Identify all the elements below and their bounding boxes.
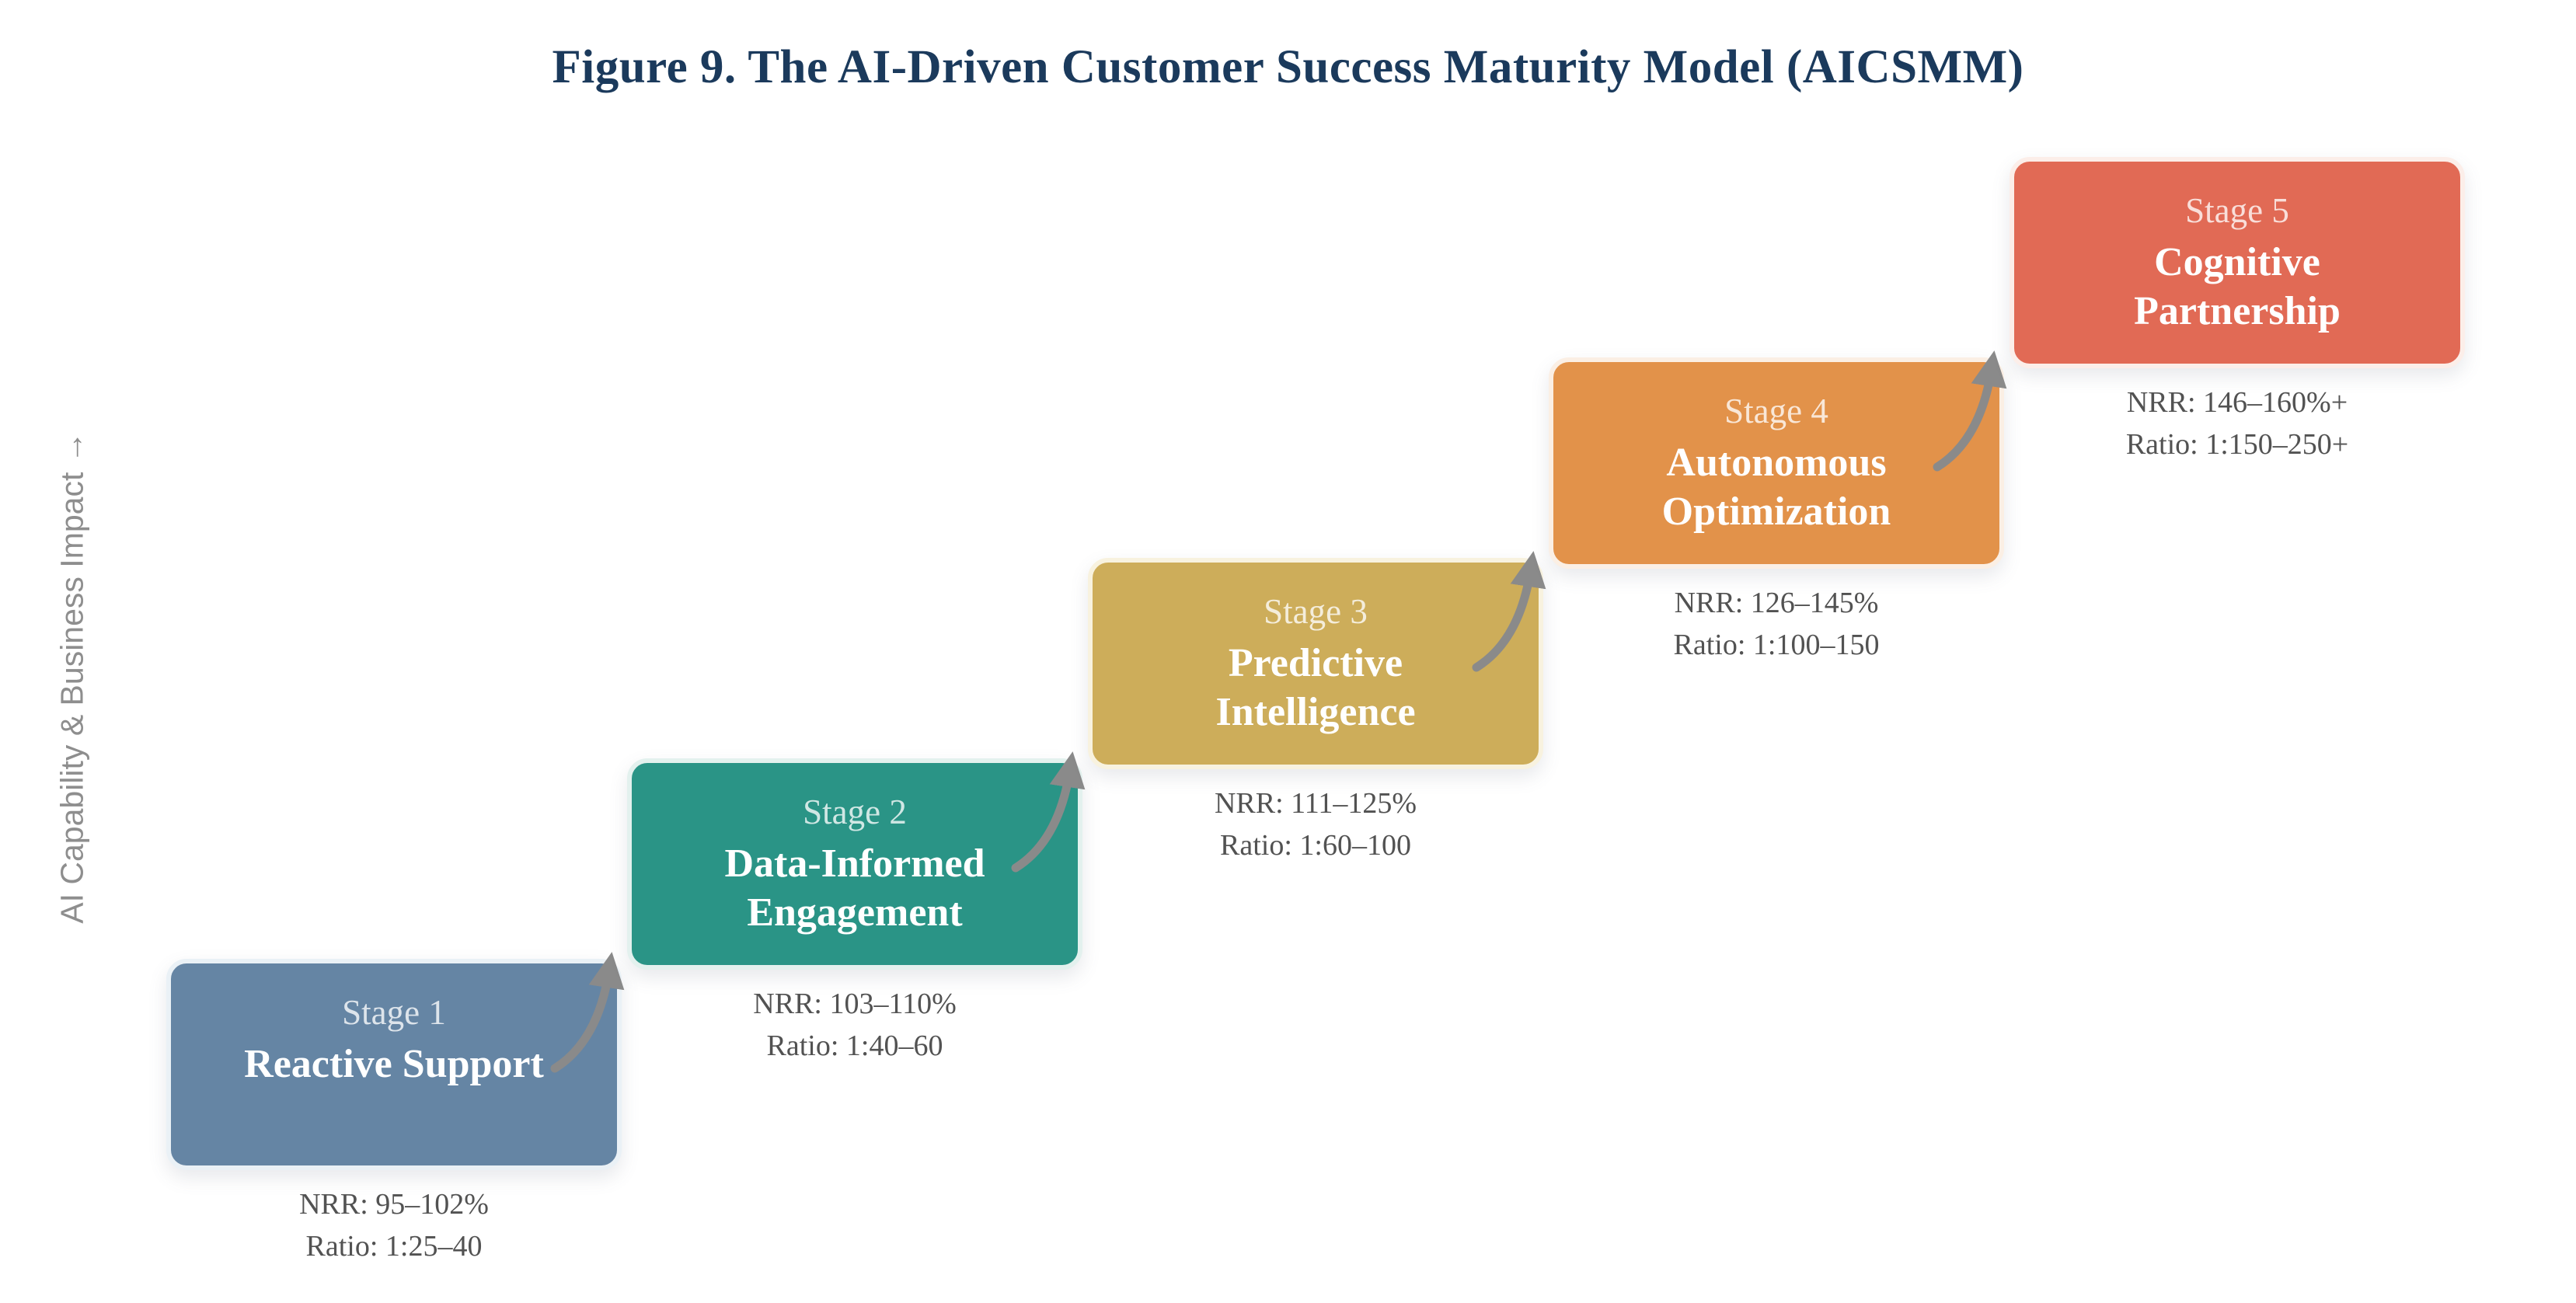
figure-title: Figure 9. The AI-Driven Customer Success… xyxy=(552,41,2024,93)
stage-box-2: Stage 2 Data-Informed Engagement xyxy=(627,758,1082,970)
metric-ratio: Ratio: 1:100–150 xyxy=(1673,628,1880,661)
metric-nrr: NRR: 146–160%+ xyxy=(2126,386,2348,419)
stage-box-4: Stage 4 Autonomous Optimization xyxy=(1549,357,2004,569)
stage-number-label: Stage 2 xyxy=(803,793,907,831)
stage-number-label: Stage 5 xyxy=(2185,191,2289,230)
stage-box-1: Stage 1 Reactive Support xyxy=(166,959,622,1170)
stage-number-label: Stage 3 xyxy=(1264,592,1368,631)
stage-name: Reactive Support xyxy=(244,1041,544,1086)
metric-ratio: Ratio: 1:150–250+ xyxy=(2125,427,2349,461)
y-axis-label: AI Capability & Business Impact → xyxy=(54,431,90,924)
metric-ratio: Ratio: 1:25–40 xyxy=(305,1229,483,1263)
stage-number-label: Stage 1 xyxy=(342,993,446,1032)
stage-metrics: NRR: 126–145% Ratio: 1:100–150 xyxy=(1553,583,1999,667)
metric-ratio: Ratio: 1:40–60 xyxy=(766,1029,943,1062)
metric-nrr: NRR: 111–125% xyxy=(1214,787,1417,820)
metric-nrr: NRR: 103–110% xyxy=(753,988,957,1020)
metric-nrr: NRR: 95–102% xyxy=(299,1188,489,1221)
metric-nrr: NRR: 126–145% xyxy=(1674,587,1879,619)
stage-name: Cognitive Partnership xyxy=(2134,239,2341,334)
stage-name: Autonomous Optimization xyxy=(1661,440,1891,535)
stage-name: Data-Informed Engagement xyxy=(724,841,985,935)
stage-metrics: NRR: 103–110% Ratio: 1:40–60 xyxy=(632,984,1078,1068)
stage-name: Predictive Intelligence xyxy=(1215,640,1416,735)
stage-number-label: Stage 4 xyxy=(1724,392,1828,430)
stage-metrics: NRR: 111–125% Ratio: 1:60–100 xyxy=(1093,783,1539,867)
metric-ratio: Ratio: 1:60–100 xyxy=(1220,828,1411,862)
stage-metrics: NRR: 146–160%+ Ratio: 1:150–250+ xyxy=(2014,382,2460,466)
stage-metrics: NRR: 95–102% Ratio: 1:25–40 xyxy=(171,1184,617,1268)
stage-box-3: Stage 3 Predictive Intelligence xyxy=(1088,558,1543,769)
stage-box-5: Stage 5 Cognitive Partnership xyxy=(2010,157,2465,368)
